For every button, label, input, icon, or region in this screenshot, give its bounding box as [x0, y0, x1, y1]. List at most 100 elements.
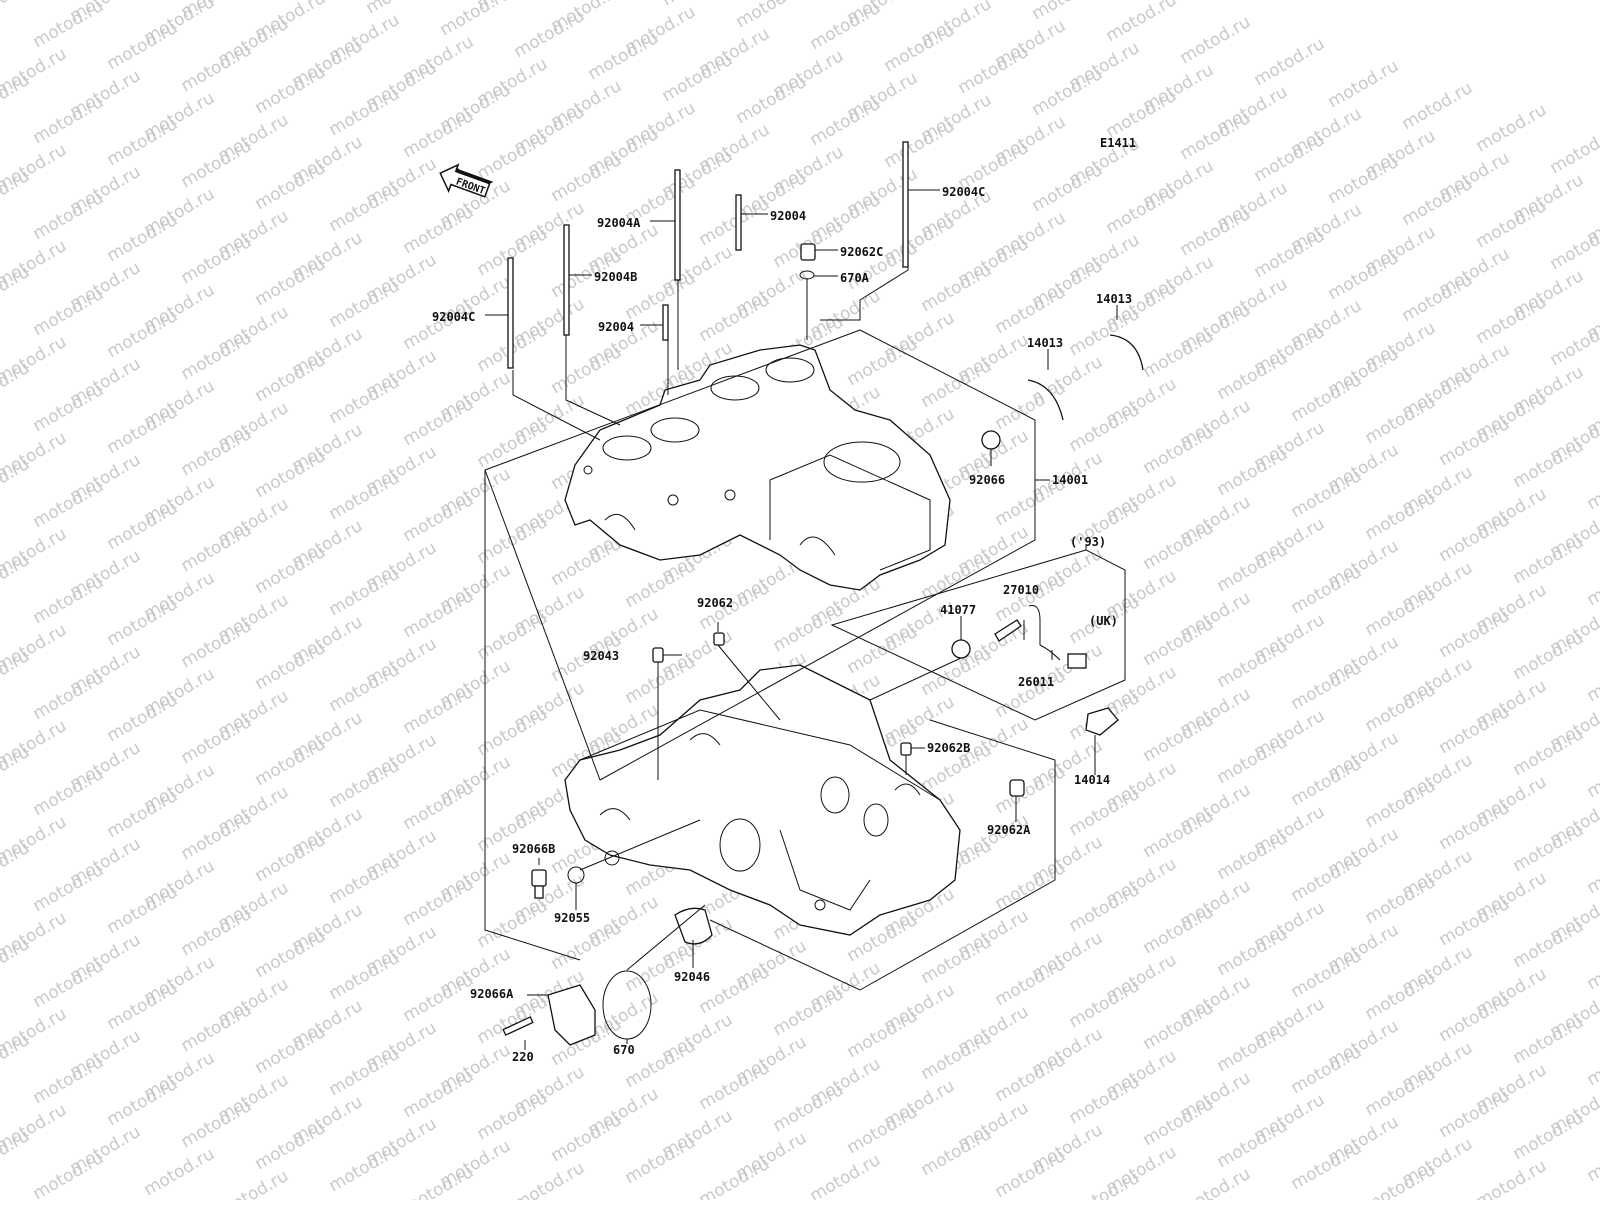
watermark-text: motod.ru — [1584, 1034, 1600, 1090]
watermark-text: motod.ru — [252, 350, 330, 406]
watermark-text: motod.ru — [1288, 466, 1366, 522]
watermark-text: motod.ru — [1140, 902, 1218, 958]
watermark-text: motod.ru — [104, 498, 182, 554]
watermark-text: motod.ru — [0, 0, 33, 30]
watermark-text: motod.ru — [1325, 248, 1403, 304]
watermark-text: motod.ru — [30, 572, 108, 628]
watermark-text: motod.ru — [178, 1096, 256, 1152]
watermark-text: motod.ru — [1584, 938, 1600, 994]
watermark-text: motod.ru — [844, 622, 922, 678]
watermark-text: motod.ru — [918, 1124, 996, 1180]
watermark-text: motod.ru — [400, 778, 478, 834]
label-92004A: 92004A — [597, 216, 641, 230]
watermark-text: motod.ru — [807, 1150, 885, 1200]
watermark-text: motod.ru — [1436, 606, 1514, 662]
watermark-text: motod.ru — [1140, 518, 1218, 574]
watermark-text: motod.ru — [1251, 226, 1329, 282]
watermark-text: motod.ru — [326, 1140, 404, 1196]
label-41077: 41077 — [940, 603, 976, 617]
watermark-text: motod.ru — [104, 402, 182, 458]
watermark-text: motod.ru — [1214, 924, 1292, 980]
watermark-text: motod.ru — [1029, 160, 1107, 216]
watermark-text: motod.ru — [141, 1144, 219, 1200]
watermark-text: motod.ru — [770, 984, 848, 1040]
label-92062C: 92062C — [840, 245, 883, 259]
watermark-text: motod.ru — [696, 290, 774, 346]
watermark-text: motod.ru — [1399, 78, 1477, 134]
watermark-text: motod.ru — [326, 84, 404, 140]
watermark-text: motod.ru — [659, 50, 737, 106]
watermark-text: motod.ru — [844, 334, 922, 390]
watermark-text: motod.ru — [918, 1028, 996, 1084]
watermark-text: motod.ru — [326, 660, 404, 716]
watermark-text: motod.ru — [548, 1110, 626, 1166]
watermark-text: motod.ru — [1288, 1042, 1366, 1098]
watermark-text: motod.ru — [30, 764, 108, 820]
watermark-text: motod.ru — [511, 1158, 589, 1200]
watermark-text: motod.ru — [1288, 946, 1366, 1002]
watermark-text: motod.ru — [1103, 182, 1181, 238]
watermark-text: motod.ru — [1436, 894, 1514, 950]
watermark-text: motod.ru — [1399, 174, 1477, 230]
label-92066: 92066 — [969, 473, 1005, 487]
watermark-text: motod.ru — [1214, 540, 1292, 596]
watermark-text: motod.ru — [881, 20, 959, 76]
watermark-text: motod.ru — [1584, 842, 1600, 898]
watermark-text: motod.ru — [881, 116, 959, 172]
watermark-text: motod.ru — [1436, 990, 1514, 1046]
watermark-text: motod.ru — [1473, 1156, 1551, 1200]
watermark-text: motod.ru — [992, 858, 1070, 914]
watermark-text: motod.ru — [326, 756, 404, 812]
watermark-text: motod.ru — [548, 150, 626, 206]
watermark-text: motod.ru — [1029, 64, 1107, 120]
watermark-text: motod.ru — [1584, 458, 1600, 514]
watermark-text: motod.ru — [955, 0, 1033, 2]
label-92004B: 92004B — [594, 270, 637, 284]
watermark-text: motod.ru — [1214, 1020, 1292, 1076]
watermark-text: motod.ru — [400, 298, 478, 354]
watermark-text: motod.ru — [1362, 488, 1440, 544]
watermark-text: motod.ru — [400, 970, 478, 1026]
label-92046: 92046 — [674, 970, 710, 984]
label-220: 220 — [512, 1050, 534, 1064]
watermark-text: motod.ru — [1584, 1130, 1600, 1186]
watermark-text: motod.ru — [30, 380, 108, 436]
watermark-text: motod.ru — [252, 638, 330, 694]
watermark-text: motod.ru — [400, 106, 478, 162]
watermark-text: motod.ru — [326, 852, 404, 908]
diagram-code: E1411 — [1100, 136, 1136, 150]
watermark-text: motod.ru — [104, 978, 182, 1034]
watermark-text: motod.ru — [1325, 56, 1403, 112]
watermark-text: motod.ru — [1251, 130, 1329, 186]
watermark-text: motod.ru — [1584, 650, 1600, 706]
watermark-text: motod.ru — [1510, 1012, 1588, 1068]
watermark-text: motod.ru — [992, 1146, 1070, 1200]
watermark-text: motod.ru — [326, 948, 404, 1004]
watermark-text: motod.ru — [1510, 916, 1588, 972]
watermark-text: motod.ru — [733, 72, 811, 128]
watermark-text: motod.ru — [1362, 680, 1440, 736]
watermark-text: motod.ru — [1177, 1164, 1255, 1200]
watermark-text: motod.ru — [1288, 754, 1366, 810]
watermark-text: motod.ru — [400, 586, 478, 642]
watermark-text: motod.ru — [252, 446, 330, 502]
watermark-text: motod.ru — [1140, 998, 1218, 1054]
watermark-text: motod.ru — [1140, 614, 1218, 670]
watermark-text: motod.ru — [1066, 880, 1144, 936]
watermark-text: motod.ru — [622, 556, 700, 612]
watermark-text: motod.ru — [992, 1050, 1070, 1106]
watermark-text: motod.ru — [1436, 1086, 1514, 1142]
watermark-text: motod.ru — [918, 356, 996, 412]
watermark-text: motod.ru — [252, 1022, 330, 1078]
label-92004C-left: 92004C — [432, 310, 475, 324]
watermark-text: motod.ru — [622, 940, 700, 996]
watermark-text: motod.ru — [844, 1102, 922, 1158]
watermark-text: motod.ru — [1140, 422, 1218, 478]
watermark-text: motod.ru — [1066, 976, 1144, 1032]
watermark-text: motod.ru — [992, 570, 1070, 626]
watermark-text: motod.ru — [178, 424, 256, 480]
watermark-text: motod.ru — [807, 0, 885, 54]
watermark-text: motod.ru — [1362, 584, 1440, 640]
watermark-text: motod.ru — [104, 1074, 182, 1130]
watermark-text: motod.ru — [104, 114, 182, 170]
